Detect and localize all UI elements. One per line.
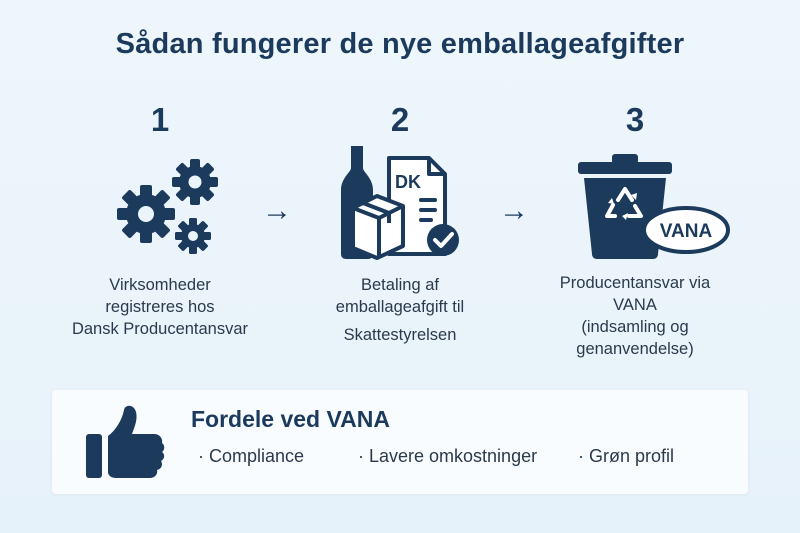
flow-arrow: → xyxy=(499,194,529,227)
caption-line: VANA xyxy=(613,296,657,314)
caption-line: emballageafgift til xyxy=(335,298,465,316)
benefit-item-compliance: · Compliance xyxy=(198,446,305,466)
caption-line: Dansk Producentansvar xyxy=(71,320,249,338)
benefit-item-green-profile: · Grøn profil xyxy=(578,446,675,466)
recycling-bin-icon: VANA xyxy=(578,154,730,259)
step-caption: Betaling af emballageafgift til Skattest… xyxy=(285,274,515,346)
gears-icon xyxy=(117,159,218,254)
caption-line: Skattestyrelsen xyxy=(343,326,457,344)
step-3: 3 VANA Producentansvar via VANA (indsaml… xyxy=(520,100,750,358)
caption-line: Producentansvar via xyxy=(559,274,711,292)
benefits-panel: Fordele ved VANA · Compliance · Lavere o… xyxy=(52,390,748,494)
step-number: 1 xyxy=(150,101,170,138)
benefits-heading: Fordele ved VANA xyxy=(191,406,390,432)
caption-line: Virksomheder xyxy=(109,276,211,294)
packaging-fee-icon: DK xyxy=(341,146,459,260)
caption-line: (indsamling og xyxy=(581,318,689,336)
caption-line: Betaling af xyxy=(361,276,439,294)
step-2: 2 DK Betaling af emballageafgift til Ska… xyxy=(285,100,515,344)
caption-line: registreres hos xyxy=(105,298,215,316)
caption-line: genanvendelse) xyxy=(576,340,694,358)
vana-badge-label: VANA xyxy=(660,221,713,242)
step-number: 2 xyxy=(390,101,410,138)
step-caption: Producentansvar via VANA (indsamling og … xyxy=(520,272,750,360)
page-title: Sådan fungerer de nye emballageafgifter xyxy=(115,28,685,60)
document-label: DK xyxy=(395,172,421,192)
benefit-item-lower-costs: · Lavere omkostninger xyxy=(358,446,538,466)
flow-arrow: → xyxy=(262,194,292,227)
step-number: 3 xyxy=(625,101,645,138)
thumbs-up-icon xyxy=(86,405,165,478)
step-caption: Virksomheder registreres hos Dansk Produ… xyxy=(45,274,275,340)
step-1: 1 xyxy=(45,100,275,338)
